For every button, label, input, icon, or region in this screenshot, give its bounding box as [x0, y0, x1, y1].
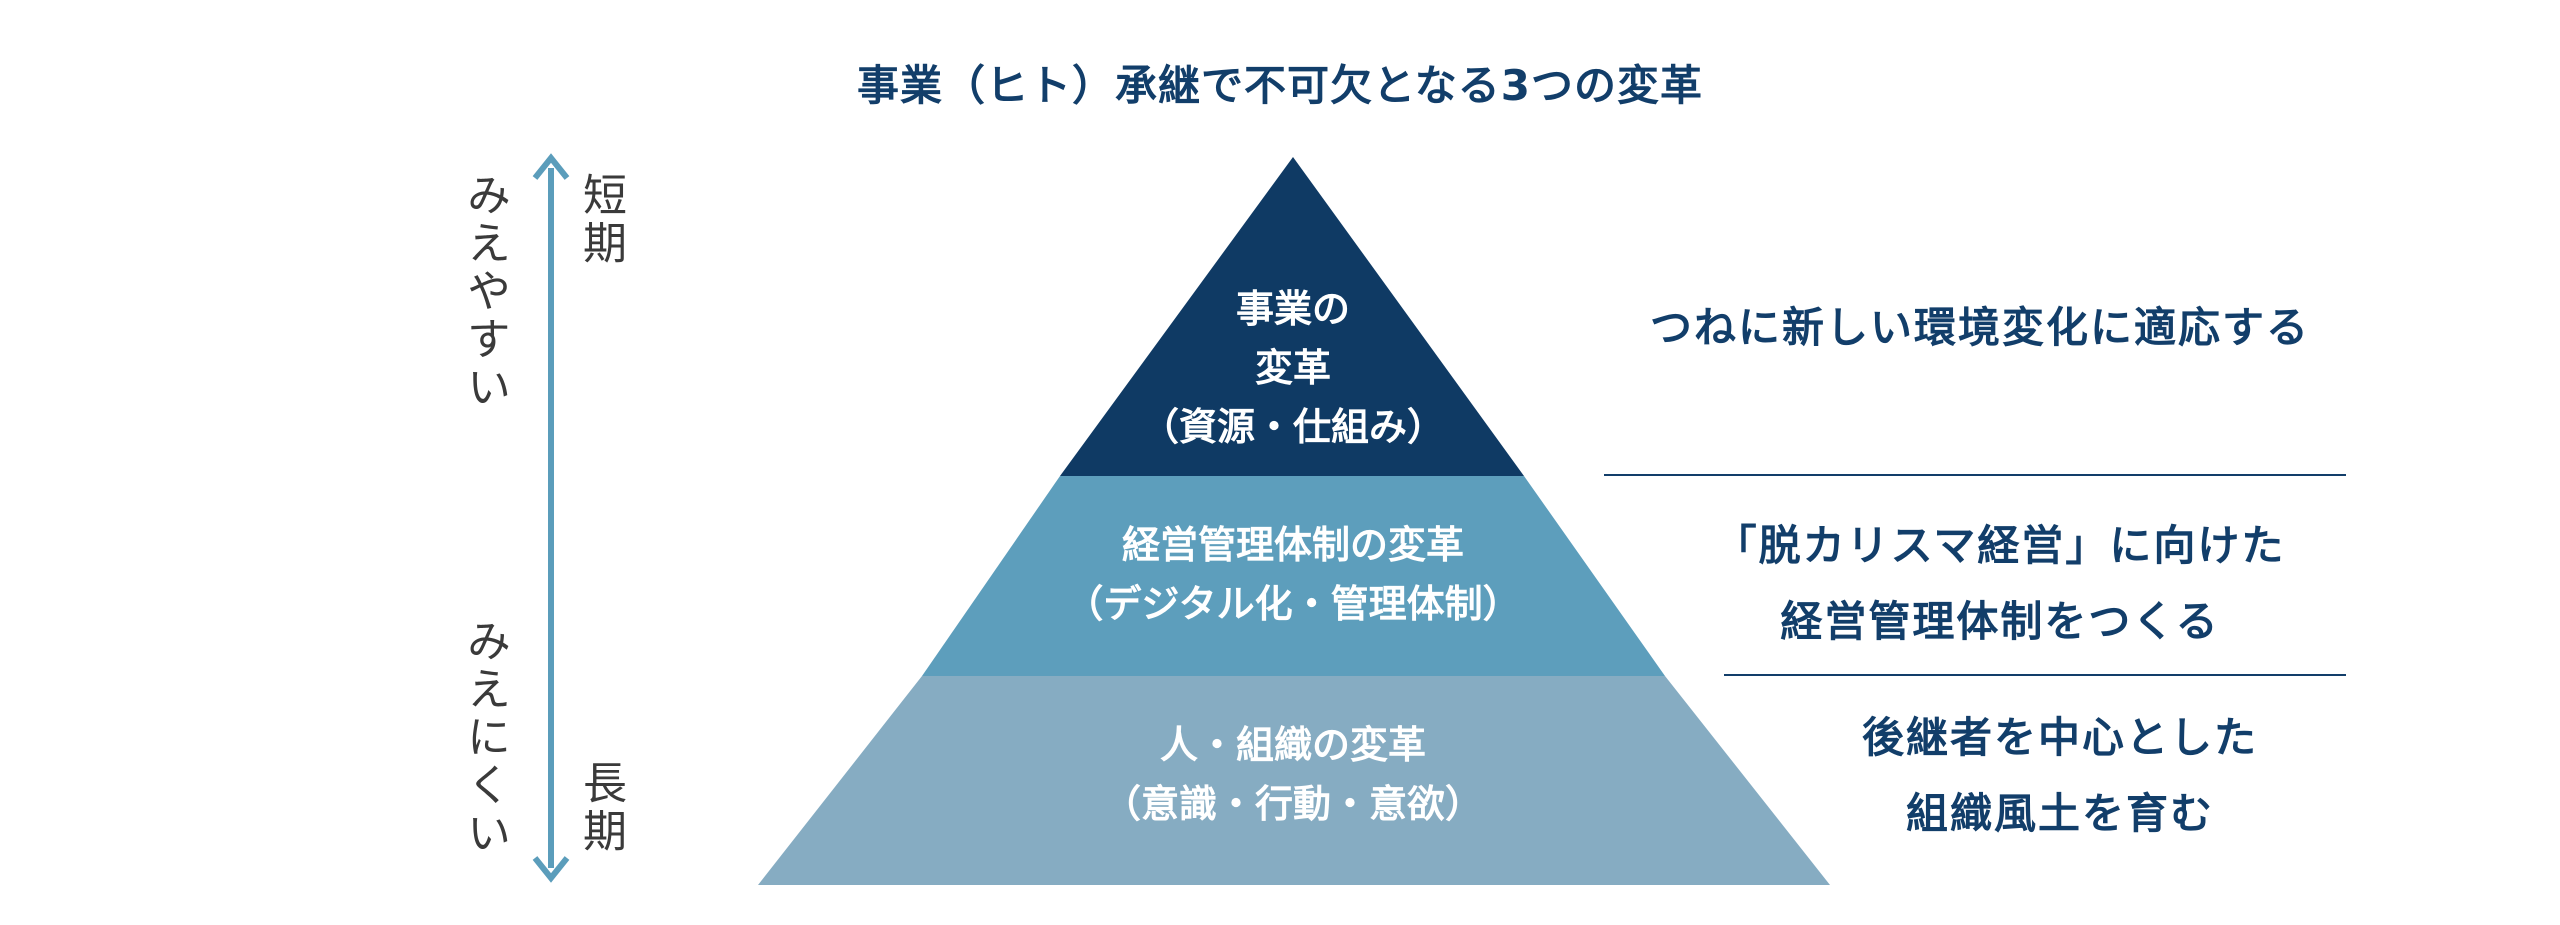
tier-middle-line1: 経営管理体制の変革 — [1121, 523, 1464, 567]
tier-middle-line2: （デジタル化・管理体制） — [1065, 581, 1521, 626]
desc-bottom: 後継者を中心とした 組織風土を育む — [1660, 700, 2460, 851]
tier-top-line3: （資源・仕組み） — [1140, 404, 1445, 449]
tier-bottom-text: 人・組織の変革 （意識・行動・意欲） — [993, 716, 1593, 834]
tier-top-text: 事業の 変革 （資源・仕組み） — [1093, 280, 1493, 457]
desc-middle-line2: 経営管理体制をつくる — [1780, 596, 2220, 646]
tier-business — [1060, 157, 1524, 476]
hidden-label: みえにくい — [459, 618, 510, 858]
divider-top — [1604, 474, 2346, 476]
tier-bottom-line1: 人・組織の変革 — [1159, 723, 1426, 767]
desc-middle: 「脱カリスマ経営」に向けた 経営管理体制をつくる — [1600, 508, 2400, 659]
short-term-label: 短期 — [575, 172, 626, 268]
tier-people-organization — [758, 676, 1830, 885]
desc-top: つねに新しい環境変化に適応する — [1580, 290, 2380, 366]
desc-bottom-line1: 後継者を中心とした — [1861, 713, 2258, 762]
tier-middle-text: 経営管理体制の変革 （デジタル化・管理体制） — [993, 516, 1593, 634]
desc-bottom-line2: 組織風土を育む — [1905, 788, 2214, 838]
desc-top-line1: つねに新しい環境変化に適応する — [1649, 303, 2310, 352]
tier-management-system — [922, 476, 1665, 676]
diagram-title: 事業（ヒト）承継で不可欠となる3つの変革 — [857, 61, 1703, 110]
visible-label: みえやすい — [459, 172, 510, 412]
tier-bottom-line2: （意識・行動・意欲） — [1102, 781, 1483, 826]
tier-top-line1: 事業の — [1235, 287, 1350, 331]
time-scale-arrow — [532, 153, 570, 883]
divider-bottom — [1724, 674, 2346, 676]
long-term-label: 長期 — [575, 760, 626, 856]
desc-middle-line1: 「脱カリスマ経営」に向けた — [1714, 521, 2286, 570]
tier-top-line2: 変革 — [1254, 345, 1331, 390]
